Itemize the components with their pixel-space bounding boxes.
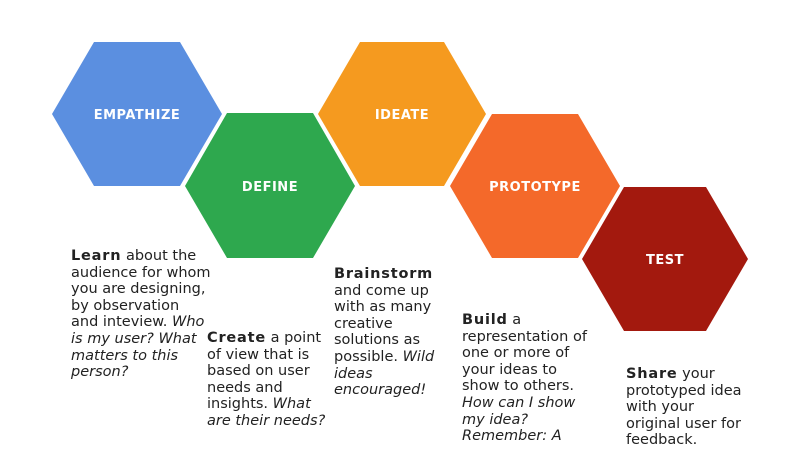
body-text: and come up with as many creative soluti…: [334, 282, 432, 365]
body-text: about the audience for whom you are desi…: [71, 248, 211, 331]
hex-label-test: TEST: [646, 253, 684, 268]
ideate-description: Brainstorm and come up with as many crea…: [334, 266, 449, 399]
question-text: Wild ideas encouraged!: [334, 348, 435, 399]
question-text: What are their needs?: [207, 396, 326, 429]
lead-word: Create: [207, 330, 266, 346]
hex-label-empathize: EMPATHIZE: [94, 108, 181, 123]
empathize-description: Learn about the audience for whom you ar…: [71, 248, 211, 381]
hex-empathize: EMPATHIZE: [52, 42, 222, 186]
test-description: Share your prototyped idea with your ori…: [626, 366, 751, 449]
hex-label-define: DEFINE: [242, 180, 298, 195]
lead-word: Learn: [71, 248, 122, 264]
question-text: How can I show my idea? Remember: A: [462, 394, 576, 445]
hex-define: DEFINE: [185, 113, 355, 258]
body-text: a representation of one or more of your …: [462, 312, 587, 395]
hex-label-prototype: PROTOTYPE: [489, 180, 581, 195]
define-description: Create a point of view that is based on …: [207, 330, 332, 430]
body-text: a point of view that is based on user ne…: [207, 330, 322, 413]
lead-word: Build: [462, 312, 508, 328]
body-text: your prototyped idea with your original …: [626, 366, 742, 449]
lead-word: Brainstorm: [334, 266, 434, 282]
prototype-description: Build a representation of one or more of…: [462, 312, 590, 445]
lead-word: Share: [626, 366, 678, 382]
hex-ideate: IDEATE: [318, 42, 486, 186]
question-text: Who is my user? What matters to this per…: [71, 314, 205, 381]
hex-prototype: PROTOTYPE: [450, 114, 620, 258]
hex-test: TEST: [582, 187, 748, 331]
hex-label-ideate: IDEATE: [375, 108, 429, 123]
